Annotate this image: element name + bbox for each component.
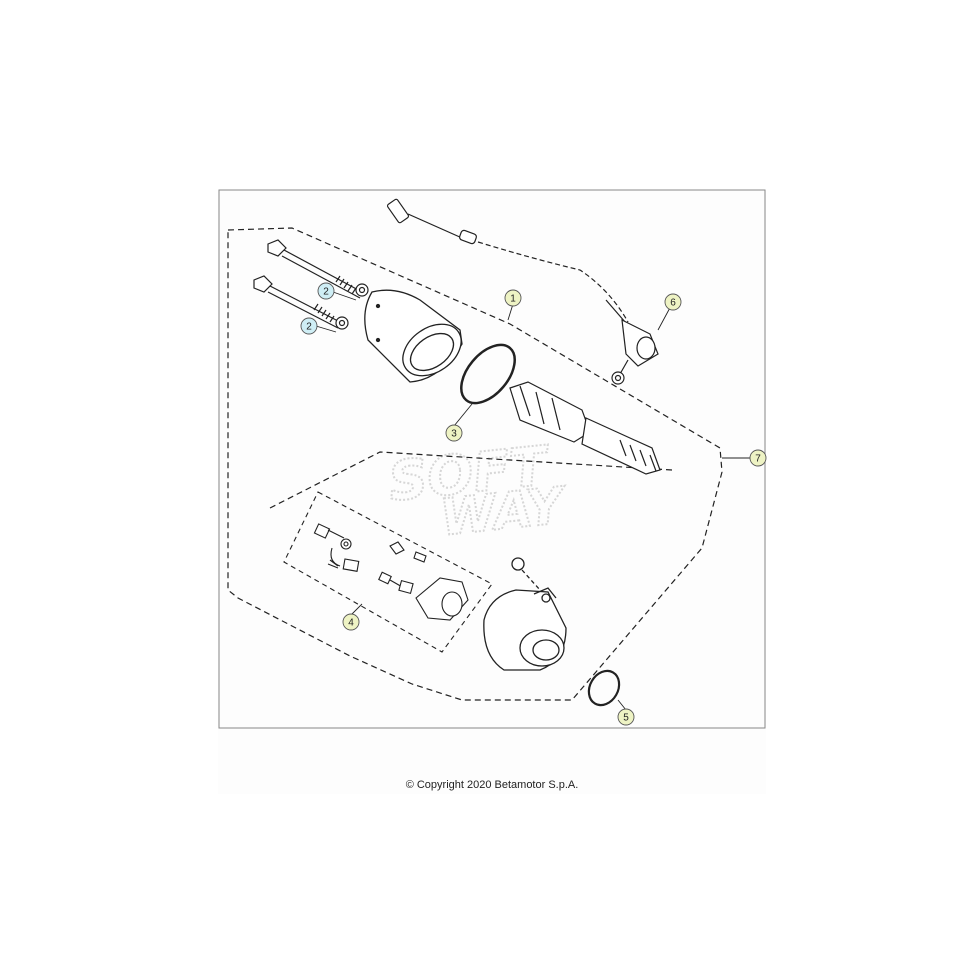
- callout-3[interactable]: 3: [445, 424, 463, 442]
- endcap-subgroup-outline: [269, 451, 673, 509]
- copyright-notice: © Copyright 2020 Betamotor S.p.A.: [405, 779, 579, 791]
- svg-text:2: 2: [306, 322, 312, 333]
- motor-housing: [364, 289, 463, 383]
- brush-kit-parts: [313, 523, 469, 621]
- callout-1[interactable]: 1: [504, 289, 522, 307]
- callout-2-lower[interactable]: 2: [300, 317, 318, 335]
- long-bolts: [253, 239, 369, 330]
- svg-text:6: 6: [670, 298, 676, 309]
- callout-6[interactable]: 6: [664, 293, 682, 311]
- end-cap: [483, 557, 567, 671]
- assembly-outline: [227, 227, 723, 701]
- watermark: SOFT WAY: [385, 433, 572, 548]
- svg-text:7: 7: [755, 454, 761, 465]
- svg-text:3: 3: [451, 429, 457, 440]
- callout-2-upper[interactable]: 2: [317, 282, 335, 300]
- callout-7[interactable]: 7: [749, 449, 767, 467]
- svg-text:5: 5: [623, 713, 629, 724]
- brush-kit-outline: [283, 491, 493, 653]
- watermark-line-2: WAY: [438, 476, 571, 547]
- o-ring-large: [460, 343, 516, 405]
- svg-text:4: 4: [348, 618, 354, 629]
- callout-5[interactable]: 5: [617, 708, 635, 726]
- starter-cable: [386, 198, 659, 385]
- diagram-sheet: [218, 190, 766, 794]
- svg-text:2: 2: [323, 287, 329, 298]
- svg-text:1: 1: [510, 294, 516, 305]
- o-ring-small: [587, 669, 621, 707]
- callout-4[interactable]: 4: [342, 613, 360, 631]
- armature: [509, 381, 661, 475]
